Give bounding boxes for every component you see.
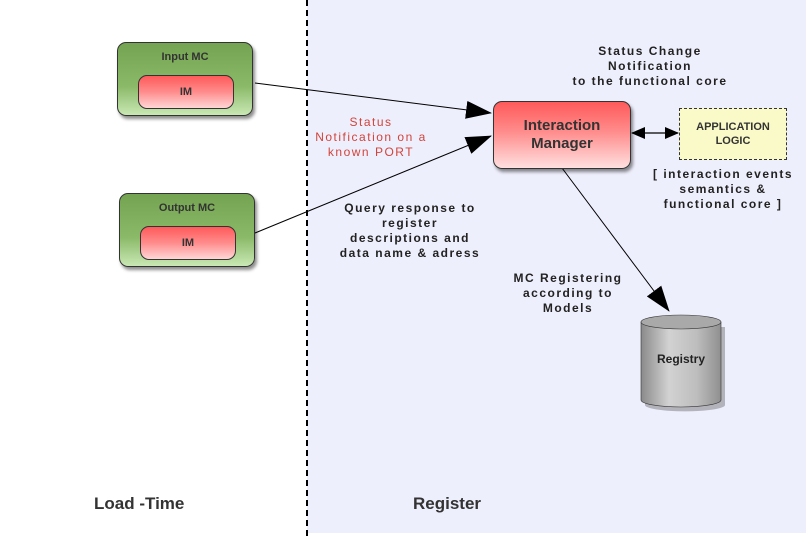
output-mc-im: IM — [140, 226, 236, 260]
output-mc-title: Output MC — [158, 202, 216, 214]
application-logic-node: APPLICATION LOGIC — [679, 108, 787, 160]
interaction-manager-label: Interaction Manager — [523, 117, 601, 152]
mc-registering-note: MC Registering according to Models — [513, 271, 623, 315]
arrow-input-to-manager — [254, 82, 492, 119]
status-change-note: Status Change Notification to the functi… — [572, 44, 728, 88]
output-mc-node: Output MC IM — [119, 193, 255, 267]
phase-divider — [306, 0, 308, 536]
query-response-note: Query response to register descriptions … — [339, 201, 481, 260]
registry-label: Registry — [656, 352, 706, 366]
input-mc-node: Input MC IM — [117, 42, 253, 116]
register-label: Register — [413, 494, 482, 513]
arrow-manager-to-registry — [561, 167, 670, 312]
input-mc-im: IM — [138, 75, 234, 109]
register-region — [307, 0, 806, 533]
status-notification-note: Status Notification on a known PORT — [315, 115, 427, 159]
input-mc-title: Input MC — [161, 51, 209, 63]
app-logic-note: [ interaction events semantics & functio… — [652, 167, 794, 211]
application-logic-label: APPLICATION LOGIC — [696, 121, 770, 147]
interaction-manager-node: Interaction Manager — [493, 101, 631, 169]
load-time-label: Load -Time — [94, 494, 185, 513]
arrow-output-to-manager — [254, 135, 492, 234]
registry-cylinder — [640, 314, 725, 412]
